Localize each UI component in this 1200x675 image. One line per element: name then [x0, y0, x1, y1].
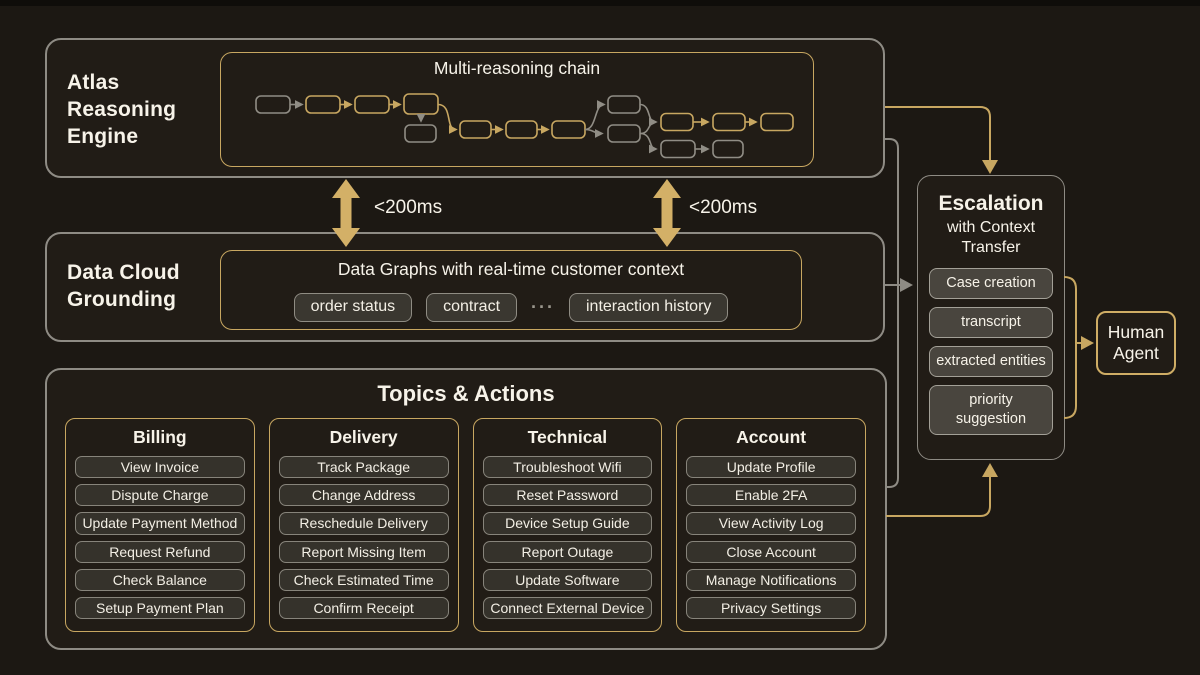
- multi-reasoning-chain-box: Multi-reasoning chain: [220, 52, 814, 167]
- chain-title: Multi-reasoning chain: [433, 58, 601, 78]
- chain-node: [404, 124, 437, 143]
- chain-node: [505, 120, 538, 139]
- chain-node: [660, 139, 696, 159]
- topic-column-account: Account Update Profile Enable 2FA View A…: [676, 418, 866, 632]
- column-title: Billing: [133, 427, 187, 447]
- escalation-chip-transcript: transcript: [929, 307, 1053, 338]
- arrowhead-up-icon: [982, 463, 998, 477]
- chain-node: [712, 139, 744, 159]
- action-chip: Update Profile: [686, 456, 856, 479]
- action-chip: Report Outage: [482, 540, 653, 563]
- action-chip: Close Account: [686, 540, 856, 563]
- atlas-label-line3: Engine: [67, 125, 139, 148]
- column-title: Account: [736, 427, 807, 447]
- action-chip: Reschedule Delivery: [278, 512, 449, 535]
- action-chip: Check Balance: [75, 568, 245, 591]
- chain-node: [255, 95, 291, 114]
- chain-node: [305, 95, 341, 114]
- atlas-label-line1: Atlas: [67, 71, 120, 94]
- action-chip: View Invoice: [75, 456, 245, 479]
- data-chip-contract: contract: [426, 293, 518, 322]
- data-graphs-box: Data Graphs with real-time customer cont…: [220, 250, 802, 330]
- connector-atlas-to-escalation: [885, 106, 991, 161]
- topic-column-delivery: Delivery Track Package Change Address Re…: [268, 418, 459, 632]
- chain-node: [551, 120, 586, 139]
- atlas-panel-label: Atlas Reasoning Engine: [67, 69, 176, 150]
- connector-topics-to-escalation: [886, 476, 991, 517]
- action-chip: Enable 2FA: [686, 484, 856, 507]
- connector-escalation-bracket: [1063, 276, 1077, 419]
- data-cloud-label-line2: Grounding: [67, 288, 177, 311]
- latency-label-right: <200ms: [689, 197, 758, 218]
- action-chip: Device Setup Guide: [482, 512, 653, 535]
- escalation-chip-case-creation: Case creation: [929, 268, 1053, 299]
- chain-node: [403, 93, 439, 115]
- action-chip: Dispute Charge: [75, 484, 245, 507]
- escalation-chip-priority-suggestion: priority suggestion: [929, 385, 1053, 435]
- chain-node: [354, 95, 390, 114]
- action-chip: Change Address: [278, 484, 449, 507]
- action-chip: Check Estimated Time: [278, 568, 449, 591]
- ellipsis-icon: ···: [531, 297, 555, 317]
- action-chip: View Activity Log: [686, 512, 856, 535]
- escalation-panel: Escalation with Context Transfer Case cr…: [917, 175, 1065, 460]
- topic-column-billing: Billing View Invoice Dispute Charge Upda…: [65, 418, 255, 632]
- data-chip-interaction-history: interaction history: [569, 293, 729, 322]
- human-agent-box: Human Agent: [1096, 311, 1176, 375]
- chain-node: [712, 112, 746, 132]
- arrowhead-right-gold-icon: [1081, 336, 1094, 350]
- data-cloud-label-line1: Data Cloud: [67, 261, 180, 284]
- data-chip-row: order status contract ··· interaction hi…: [221, 293, 801, 322]
- topics-columns: Billing View Invoice Dispute Charge Upda…: [65, 418, 866, 632]
- arrowhead-right-icon: [900, 278, 913, 292]
- column-title: Delivery: [329, 427, 398, 447]
- action-chip: Request Refund: [75, 540, 245, 563]
- chain-node: [607, 95, 641, 114]
- action-chip: Reset Password: [482, 484, 653, 507]
- arrowhead-down-icon: [982, 160, 998, 174]
- action-chip: Privacy Settings: [686, 596, 856, 620]
- latency-label-left: <200ms: [374, 197, 443, 218]
- chain-node: [760, 112, 794, 132]
- data-graphs-title: Data Graphs with real-time customer cont…: [337, 259, 685, 279]
- atlas-reasoning-engine-panel: Atlas Reasoning Engine Multi-reasoning c…: [45, 38, 885, 178]
- escalation-chip-extracted-entities: extracted entities: [929, 346, 1053, 377]
- topic-column-technical: Technical Troubleshoot Wifi Reset Passwo…: [472, 418, 663, 632]
- data-chip-order-status: order status: [293, 293, 413, 322]
- data-cloud-grounding-panel: Data Cloud Grounding Data Graphs with re…: [45, 232, 885, 342]
- action-chip: Manage Notifications: [686, 568, 856, 591]
- chain-node: [459, 120, 492, 139]
- escalation-subtitle: with Context Transfer: [946, 219, 1036, 256]
- action-chip: Confirm Receipt: [278, 596, 449, 620]
- human-agent-label: Human Agent: [1107, 322, 1165, 363]
- action-chip: Track Package: [278, 456, 449, 479]
- column-title: Technical: [527, 427, 608, 447]
- topics-actions-panel: Topics & Actions Billing View Invoice Di…: [45, 368, 887, 650]
- chain-node: [607, 124, 641, 143]
- atlas-label-line2: Reasoning: [67, 98, 177, 121]
- action-chip: Update Payment Method: [75, 512, 245, 535]
- action-chip: Report Missing Item: [278, 540, 449, 563]
- topics-title: Topics & Actions: [377, 381, 555, 406]
- action-chip: Update Software: [482, 568, 653, 591]
- action-chip: Setup Payment Plan: [75, 596, 245, 620]
- chain-node: [660, 112, 694, 132]
- data-cloud-panel-label: Data Cloud Grounding: [67, 259, 180, 313]
- escalation-title: Escalation: [938, 192, 1044, 215]
- action-chip: Troubleshoot Wifi: [482, 456, 653, 479]
- action-chip: Connect External Device: [482, 596, 653, 620]
